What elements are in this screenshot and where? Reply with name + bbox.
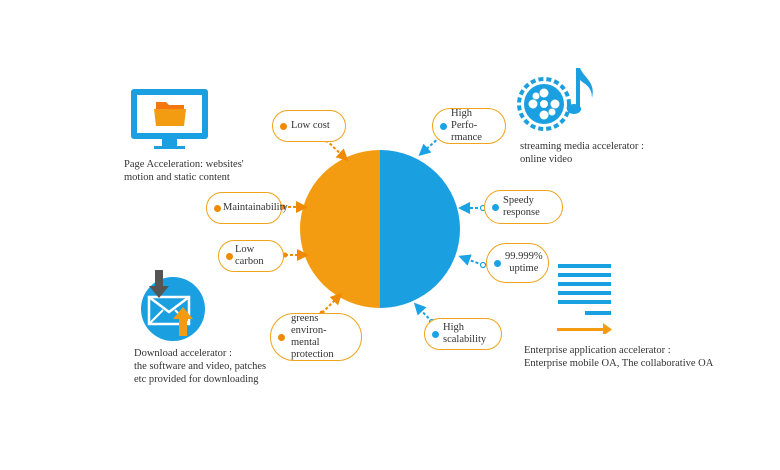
bullet-dot: [492, 203, 499, 211]
feature-high-scalability-label: High scalability: [443, 322, 487, 345]
feature-high-performance: High Perfo- rmance: [432, 108, 506, 144]
feature-low-cost-label: Low cost: [291, 120, 330, 131]
connector-uptime: [458, 254, 484, 266]
feature-maintainability-label: Maintainability: [223, 202, 288, 213]
bullet-dot: [440, 122, 447, 130]
feature-high-scalability: High scalability: [424, 318, 502, 350]
connector-greens: [321, 292, 343, 314]
feature-uptime-label: 99.999% uptime: [505, 251, 543, 274]
connector-low-cost: [325, 139, 349, 162]
bullet-dot: [280, 122, 287, 130]
feature-maintainability: Maintainability: [206, 192, 288, 224]
feature-low-carbon-label: Low carbon: [235, 244, 264, 267]
document-lines-arrow-icon: [557, 264, 612, 334]
monitor-folder-icon: [131, 89, 208, 149]
feature-low-cost: Low cost: [272, 110, 346, 142]
feature-greens-protection: greens environ- mental protection: [270, 313, 362, 361]
bullet-dot: [278, 333, 285, 341]
feature-high-performance-label: High Perfo- rmance: [451, 108, 482, 143]
feature-low-carbon: Low carbon: [218, 240, 284, 272]
feature-speedy-response-label: Speedy response: [503, 195, 540, 218]
streaming-accelerator-caption: streaming media accelerator : online vid…: [520, 141, 644, 165]
connector-high-performance: [418, 136, 441, 156]
bullet-dot: [214, 204, 221, 212]
download-accelerator-caption: Download accelerator : the software and …: [134, 348, 267, 385]
connector-high-scalability: [413, 302, 433, 323]
page-acceleration-caption: Page Acceleration: websites' motion and …: [124, 159, 244, 183]
envelope-download-icon: [141, 270, 205, 341]
bullet-dot: [494, 259, 501, 267]
bullet-dot: [226, 252, 233, 260]
center-circle: [300, 150, 460, 308]
film-reel-music-note-icon: [517, 68, 593, 131]
bullet-dot: [432, 330, 439, 338]
center-circle-left-half: [300, 150, 380, 308]
center-circle-right-half: [380, 150, 460, 308]
feature-uptime: 99.999% uptime: [486, 243, 549, 283]
feature-greens-label: greens environ- mental protection: [291, 313, 334, 360]
enterprise-accelerator-caption: Enterprise application accelerator : Ent…: [524, 345, 714, 369]
feature-speedy-response: Speedy response: [484, 190, 563, 224]
